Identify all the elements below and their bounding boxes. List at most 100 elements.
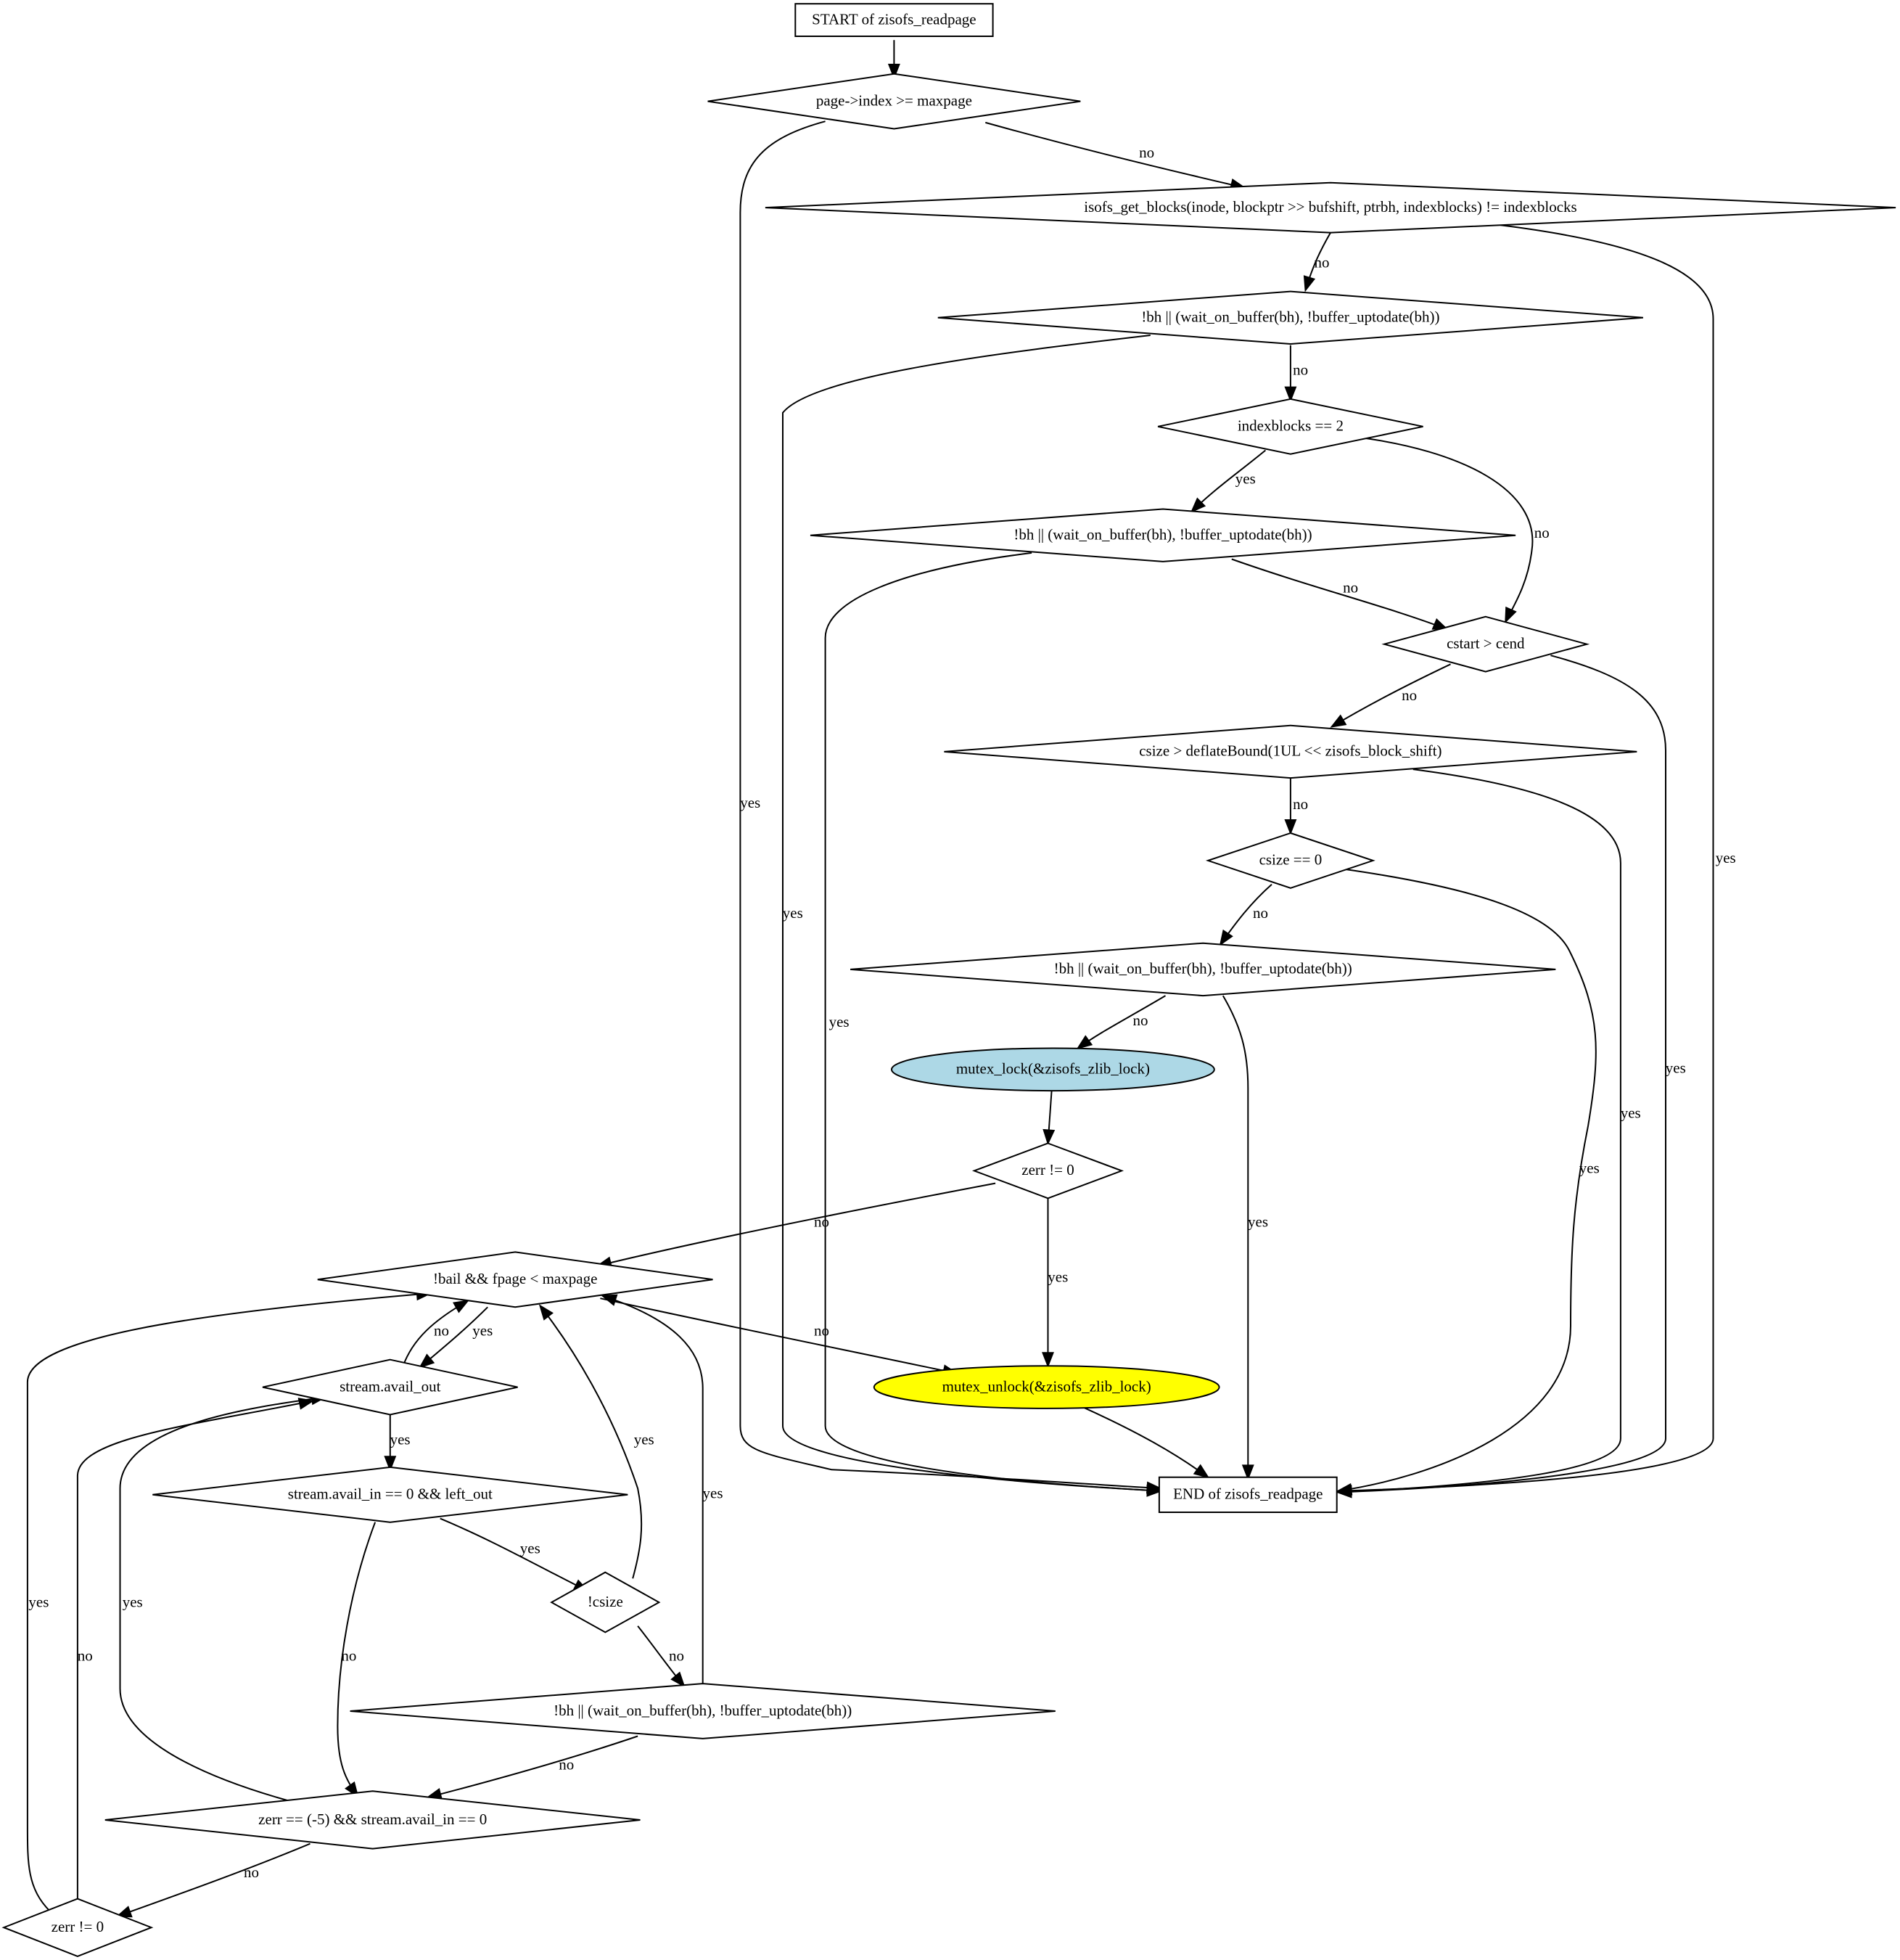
edge-line <box>1222 995 1249 1479</box>
node-shape-diamond <box>971 1142 1124 1200</box>
node-label: page->index >= maxpage <box>816 91 972 109</box>
node-shape-diamond <box>350 1683 1056 1739</box>
edge-label-yes: yes <box>123 1594 143 1611</box>
edge-d_availout-to-d_bail <box>402 1300 470 1368</box>
edge-label-no: no <box>1293 361 1308 379</box>
node-shape-diamond <box>810 508 1516 562</box>
edge-line <box>600 1297 957 1374</box>
arrow-head <box>1193 1464 1210 1479</box>
edge-label-yes: yes <box>390 1431 411 1448</box>
node-d-index: page->index >= maxpage <box>707 73 1081 130</box>
edge-d_csize0-to-d_bh3 <box>1219 883 1272 946</box>
edge-line <box>1338 655 1666 1493</box>
edge-unlock-to-end <box>1082 1406 1210 1479</box>
arrow-head <box>453 1300 470 1313</box>
arrow-head <box>538 1304 554 1321</box>
node-d-ncsize: !csize <box>550 1571 661 1633</box>
arrow-head <box>1303 275 1316 292</box>
node-lock: mutex_lock(&zisofs_zlib_lock) <box>891 1047 1215 1092</box>
arrow-head <box>1042 1128 1056 1146</box>
edge-label-yes: yes <box>783 904 803 922</box>
node-d-zerr2: zerr != 0 <box>1 1898 154 1957</box>
node-shape-box <box>1158 1476 1338 1513</box>
edge-label-no: no <box>434 1322 449 1340</box>
edges-layer <box>26 40 1714 1918</box>
edge-line <box>782 335 1161 1492</box>
edge-d_bh4-to-d_bail <box>601 1294 704 1684</box>
node-d-bh3: !bh || (wait_on_buffer(bh), !buffer_upto… <box>850 942 1556 997</box>
arrow-head <box>887 63 900 80</box>
edge-label-yes: yes <box>472 1322 493 1340</box>
node-label: !bh || (wait_on_buffer(bh), !buffer_upto… <box>1013 526 1312 544</box>
arrow-head <box>1505 606 1517 624</box>
edge-label-no: no <box>669 1647 684 1665</box>
node-label: !bh || (wait_on_buffer(bh), !buffer_upto… <box>554 1702 852 1719</box>
node-shape-ellipse <box>873 1365 1220 1409</box>
node-d-indexblocks: indexblocks == 2 <box>1157 398 1423 455</box>
edge-label-yes: yes <box>740 794 760 811</box>
edge-line <box>1338 768 1621 1493</box>
node-shape-diamond <box>1205 832 1375 889</box>
edge-label-no: no <box>814 1322 829 1340</box>
node-shape-diamond <box>850 942 1556 997</box>
edge-d_ncsize-to-d_bail <box>538 1304 643 1579</box>
edge-line <box>117 1842 311 1917</box>
node-shape-diamond <box>707 73 1081 130</box>
edge-d_bh2-to-end <box>824 551 1163 1497</box>
edge-label-no: no <box>814 1213 829 1231</box>
edge-label-no: no <box>1402 686 1417 704</box>
edge-d_bh3-to-lock <box>1076 995 1167 1050</box>
edge-d_availout-to-d_availin <box>384 1414 397 1472</box>
edge-start-to-d_index <box>887 40 900 80</box>
node-unlock: mutex_unlock(&zisofs_zlib_lock) <box>873 1365 1220 1409</box>
node-d-bh4: !bh || (wait_on_buffer(bh), !buffer_upto… <box>350 1683 1056 1739</box>
arrow-head <box>1284 386 1297 403</box>
node-label: zerr != 0 <box>1021 1161 1074 1178</box>
edge-labels-layer: noyesnoyesnoyesyesnonoyesnoyesnoyesnoyes… <box>28 144 1735 1881</box>
edge-label-no: no <box>78 1647 93 1665</box>
edge-line <box>597 1182 996 1267</box>
edge-line <box>1338 869 1597 1492</box>
node-shape-diamond <box>262 1358 518 1416</box>
node-shape-diamond <box>550 1571 661 1633</box>
node-shape-diamond <box>1 1898 154 1957</box>
node-label: zerr == (-5) && stream.avail_in == 0 <box>258 1811 487 1828</box>
arrow-head <box>670 1671 686 1688</box>
arrow-head <box>1284 819 1297 835</box>
node-label: isofs_get_blocks(inode, blockptr >> bufs… <box>1084 198 1576 216</box>
edge-d_indexblocks-to-d_cstart <box>1352 435 1534 624</box>
node-label: !bail && fpage < maxpage <box>433 1270 597 1287</box>
edge-line <box>1338 224 1714 1492</box>
node-label: csize > deflateBound(1UL << zisofs_block… <box>1139 742 1442 760</box>
node-label: csize == 0 <box>1259 851 1323 869</box>
arrow-head <box>1146 1484 1163 1497</box>
edge-d_bh3-to-end <box>1222 995 1254 1481</box>
edge-label-no: no <box>1253 904 1268 922</box>
node-label: !bh || (wait_on_buffer(bh), !buffer_upto… <box>1141 308 1439 326</box>
edge-line <box>1231 558 1447 630</box>
edge-d_zerr2-to-d_availout <box>76 1398 315 1900</box>
node-d-csize0: csize == 0 <box>1205 832 1375 889</box>
edge-line <box>739 120 1161 1490</box>
node-label: !csize <box>588 1593 623 1610</box>
node-d-bail: !bail && fpage < maxpage <box>317 1251 713 1308</box>
edge-line <box>985 121 1245 189</box>
edge-label-yes: yes <box>1666 1059 1686 1077</box>
arrow-head <box>1190 497 1206 513</box>
edge-label-yes: yes <box>1621 1104 1641 1122</box>
edge-line <box>76 1400 313 1900</box>
edge-line <box>440 1517 588 1592</box>
edge-label-no: no <box>1534 524 1550 541</box>
edge-d_deflate-to-d_csize0 <box>1284 778 1297 835</box>
edge-d_ncsize-to-d_bh4 <box>637 1625 686 1688</box>
edge-line <box>539 1305 643 1579</box>
arrow-head <box>1076 1035 1093 1050</box>
edge-d_bail-to-d_availout <box>419 1306 488 1369</box>
edge-line <box>1352 435 1534 623</box>
edge-label-no: no <box>559 1756 574 1774</box>
arrow-head <box>601 1294 618 1306</box>
edge-label-no: no <box>1293 795 1308 813</box>
arrow-head <box>1241 1464 1254 1481</box>
arrow-head <box>384 1456 397 1472</box>
